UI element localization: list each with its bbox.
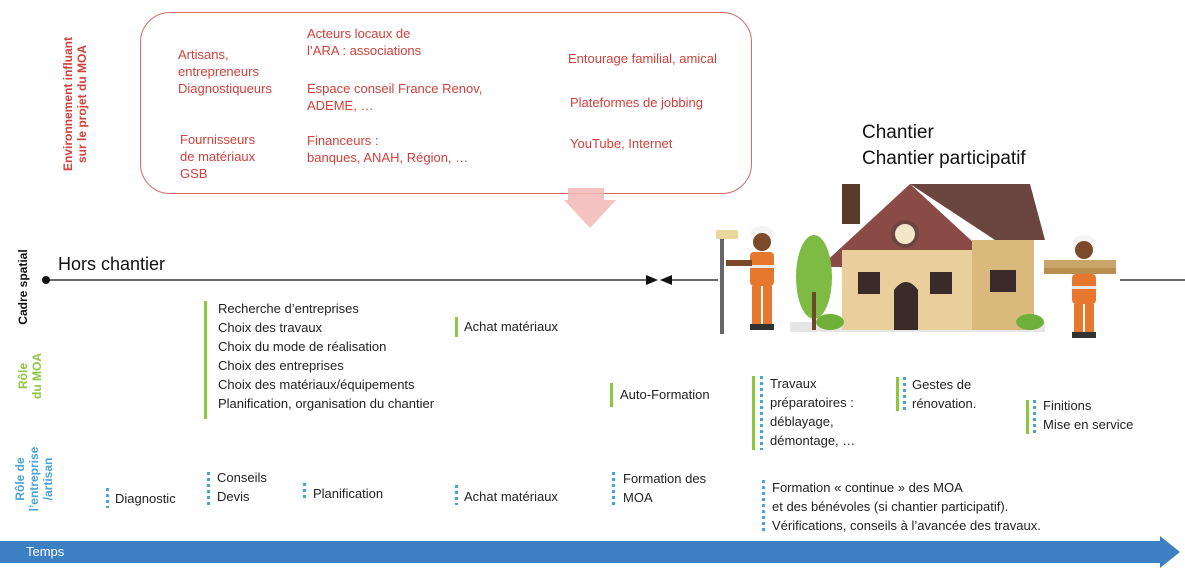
house-illustration [790,184,1045,332]
moa-achat-bar [455,317,458,337]
time-label: Temps [26,544,65,559]
ent-label-line2: l’entreprise [27,446,41,512]
list-item: Recherche d’entreprises [218,301,359,316]
env-col3-item2: Plateformes de jobbing [570,95,703,110]
moa-travaux-bar [752,376,755,450]
ent-formation-dots [612,472,615,506]
ent-diagnostic-label: Diagnostic [115,491,176,506]
list-item: Choix du mode de réalisation [218,339,387,354]
moa-finitions-bar [1026,400,1029,434]
moa-side-label: Rôle du MOA [2,353,58,399]
moa-finitions-list: Finitions Mise en service [1043,398,1134,432]
moa-label-line2: du MOA [30,353,44,399]
moa-autoformation-label: Auto-Formation [620,387,710,402]
worker-painter-illustration [716,226,774,334]
ent-travaux-dots [760,376,763,450]
spatial-timeline [42,275,1185,285]
ent-formation-list: Formation des MOA [623,471,707,505]
list-item: Choix des matériaux/équipements [218,377,415,392]
ent-conseils-dots [207,472,210,506]
moa-autoformation-bar [610,383,613,407]
moa-achat-label: Achat matériaux [464,319,558,334]
time-arrowhead [1160,536,1180,568]
env-col3-item3: YouTube, Internet [570,136,673,151]
ent-planification-dots [303,483,306,501]
enterprise-side-label: Rôle de l’entreprise /artisan [0,447,72,512]
ent-diagnostic-dots [106,488,109,508]
env-col3-item1: Entourage familial, amical [568,51,717,66]
env-label-line2: sur le projet du MOA [75,45,89,164]
ent-continue-list: Formation « continue » des MOA et des bé… [772,480,1041,533]
ent-gestes-dots [903,377,906,411]
moa-label-line1: Rôle [16,363,30,390]
ent-label-line1: Rôle de [13,457,27,501]
list-item: Choix des travaux [218,320,323,335]
environment-side-label: Environnement influant sur le projet du … [0,37,150,171]
ent-achat-dots [455,485,458,505]
environment-box [140,12,752,194]
env-col1b: Fournisseurs de matériaux GSB [180,132,256,181]
time-bar [0,541,1160,563]
ent-continue-dots [762,480,765,532]
moa-travaux-list: Travaux préparatoires : déblayage, démon… [770,376,856,448]
env-label-line1: Environnement influant [61,37,75,172]
moa-planning-list: Recherche d’entreprises Choix des travau… [218,299,434,413]
ent-achat-label: Achat matériaux [464,489,558,504]
hors-chantier-label: Hors chantier [58,254,166,274]
influence-arrow [564,188,616,228]
list-item: Choix des entreprises [218,358,344,373]
ent-finitions-dots [1033,400,1036,434]
env-col1: Artisans, entrepreneurs Diagnostiqueurs [178,47,272,96]
env-col2a: Acteurs locaux de l’ARA : associations [307,26,422,58]
env-col2c: Financeurs : banques, ANAH, Région, … [307,133,469,165]
list-item: Planification, organisation du chantier [218,396,435,411]
chantier-label: Chantier Chantier participatif [862,122,1026,169]
moa-planning-bar [204,301,207,419]
moa-gestes-bar [896,377,899,411]
worker-carrier-illustration [1044,235,1116,338]
ent-planification-label: Planification [313,486,384,501]
env-col2b: Espace conseil France Renov, ADEME, … [307,81,483,113]
ent-conseils-list: Conseils Devis [217,470,267,504]
ent-label-line3: /artisan [41,457,55,501]
moa-gestes-list: Gestes de rénovation. [912,377,977,411]
